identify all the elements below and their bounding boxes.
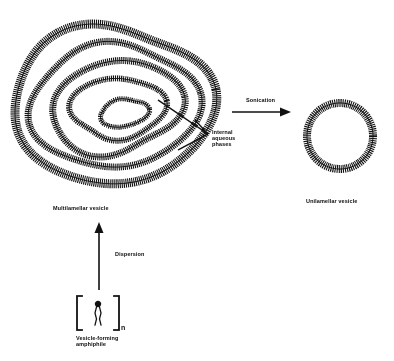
mlv-bilayer-5 xyxy=(101,99,150,128)
lipid-head xyxy=(95,301,101,307)
sonication-label: Sonication xyxy=(246,98,275,104)
mlv-bilayer-1-lipids xyxy=(15,24,217,184)
amphiphile-symbol xyxy=(77,296,119,330)
mlv-bilayer-2-core xyxy=(28,41,202,167)
unilamellar-vesicle-label: Unilamellar vesicle xyxy=(306,199,357,205)
mlv-bilayer-4 xyxy=(69,78,167,140)
sonication-arrow xyxy=(232,108,291,117)
dispersion-arrow xyxy=(95,222,104,290)
mlv-bilayer-4-lipids xyxy=(69,78,167,140)
unilamellar-vesicle xyxy=(307,103,373,169)
left-bracket xyxy=(77,296,82,330)
sonication-arrow-head xyxy=(280,108,291,117)
dispersion-label: Dispersion xyxy=(115,252,144,258)
mlv-bilayer-1 xyxy=(15,24,217,184)
internal-aqueous-phases-label: Internal aqueous phases xyxy=(212,130,235,148)
ulv-bilayer xyxy=(307,103,373,169)
amphiphile-label: Vesicle-forming amphiphile xyxy=(76,336,118,348)
multilamellar-vesicle xyxy=(15,24,217,184)
right-bracket xyxy=(114,296,119,330)
amphiphile-line-2: amphiphile xyxy=(76,342,118,348)
mlv-bilayer-2-lipids xyxy=(28,41,202,167)
mlv-bilayer-2 xyxy=(28,41,202,167)
subscript-n: n xyxy=(121,326,125,332)
mlv-bilayer-5-core xyxy=(101,99,150,128)
dispersion-arrow-head xyxy=(95,222,104,233)
internal-aqueous-line-3: phases xyxy=(212,142,235,148)
multilamellar-vesicle-label: Multilamellar vesicle xyxy=(53,206,109,212)
lipid-tail-right xyxy=(100,307,102,325)
ulv-bilayer-core xyxy=(307,103,373,169)
lipid-tail-left xyxy=(95,307,97,325)
